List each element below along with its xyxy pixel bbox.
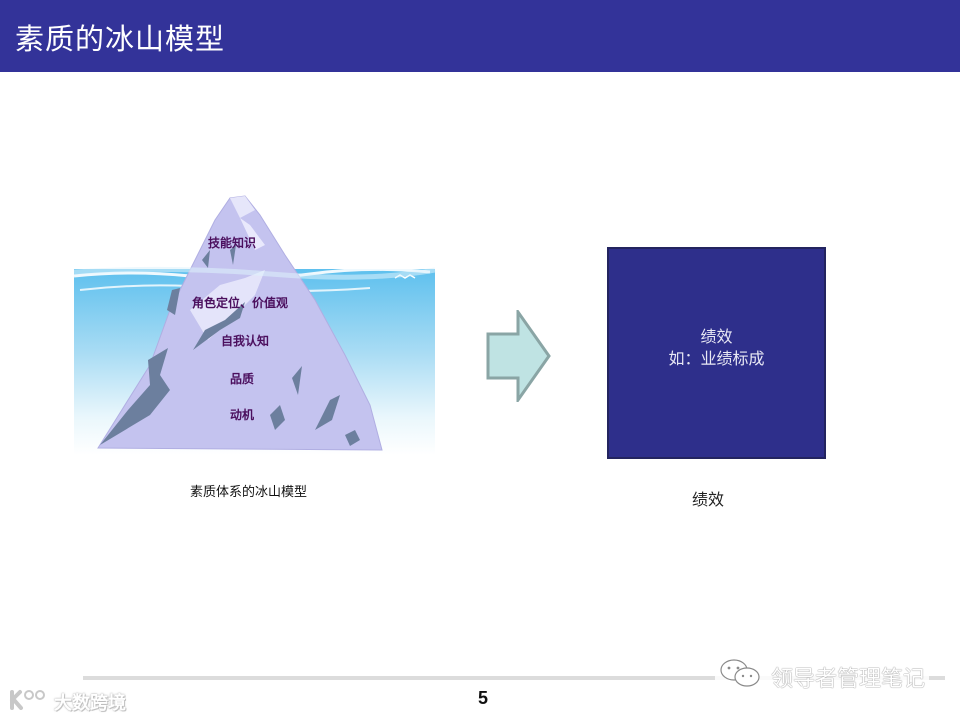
- iceberg-label-role-values: 角色定位、价值观: [191, 296, 289, 310]
- iceberg-label-skills: 技能知识: [207, 236, 257, 250]
- watermark-left-text: 大数跨境: [54, 692, 126, 714]
- iceberg-graphic: [73, 195, 436, 455]
- footer-divider: [83, 676, 945, 680]
- right-arrow-icon: [486, 307, 552, 406]
- watermark-right-text: 领导者管理笔记: [771, 667, 926, 692]
- iceberg-label-traits: 品质: [229, 372, 255, 386]
- performance-box-title: 绩效: [700, 327, 733, 346]
- kooo-logo-icon: [8, 688, 48, 715]
- performance-box: 绩效 如：业绩标成: [607, 247, 826, 459]
- slide-title: 素质的冰山模型: [15, 22, 226, 56]
- performance-caption: 绩效: [692, 490, 725, 509]
- page-number: 5: [478, 688, 489, 708]
- watermark-left: 大数跨境: [8, 688, 126, 715]
- iceberg-illustration: 技能知识 角色定位、价值观 自我认知 品质 动机: [70, 190, 450, 460]
- iceberg-label-self-concept: 自我认知: [220, 334, 270, 348]
- iceberg-caption: 素质体系的冰山模型: [190, 485, 308, 500]
- iceberg-label-motives: 动机: [229, 408, 255, 422]
- slide-header: 素质的冰山模型: [0, 0, 960, 72]
- watermark-right: 领导者管理笔记: [715, 658, 930, 696]
- wechat-icon: [719, 658, 763, 696]
- performance-box-example: 如：业绩标成: [668, 349, 765, 368]
